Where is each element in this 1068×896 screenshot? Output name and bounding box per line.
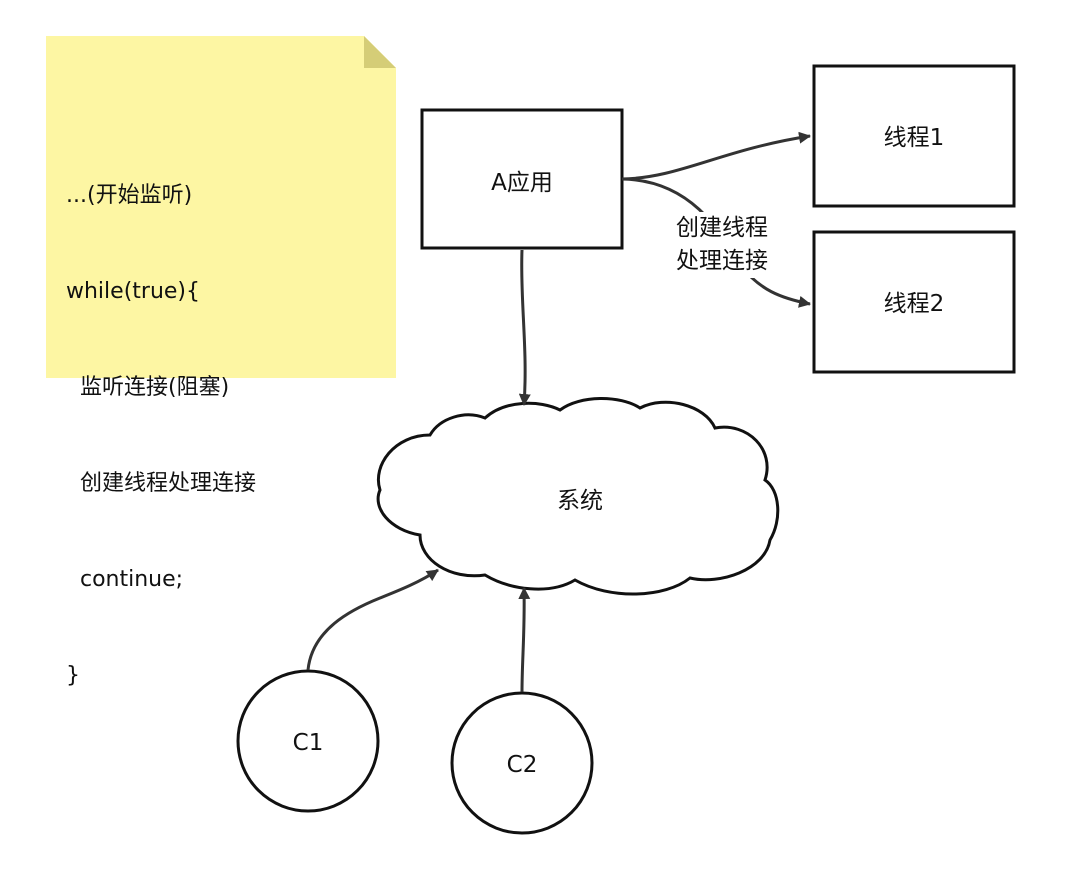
- client1-label: C1: [293, 730, 324, 756]
- arrow-c1-to-system: [306, 568, 439, 671]
- sticky-note-fold: [364, 36, 396, 68]
- thread1-box: [812, 64, 1016, 208]
- thread2-node[interactable]: 线程2: [812, 230, 1016, 374]
- thread1-node[interactable]: 线程1: [812, 64, 1016, 208]
- sticky-note[interactable]: [46, 36, 396, 378]
- note-line-4: 创建线程处理连接: [66, 471, 256, 496]
- note-line-2: while(true){: [66, 279, 201, 304]
- system-cloud-node[interactable]: 系统: [376, 397, 780, 596]
- app-node[interactable]: A应用: [420, 108, 624, 250]
- note-line-3: 监听连接(阻塞): [66, 375, 230, 400]
- client2-label: C2: [507, 752, 538, 778]
- arrow-c2-to-system: [518, 587, 531, 693]
- client1-circle: [236, 669, 380, 813]
- edge-label-line-2: 处理连接: [676, 248, 768, 274]
- edge-label-create-thread: 创建线程 处理连接: [660, 212, 784, 278]
- arrow-app-to-system: [518, 249, 531, 406]
- note-line-5: continue;: [66, 567, 184, 592]
- sticky-note-text: ...(开始监听) while(true){ 监听连接(阻塞) 创建线程处理连接…: [66, 116, 256, 724]
- edge-label-line-1: 创建线程: [676, 215, 768, 241]
- app-box: [420, 108, 624, 250]
- thread2-box: [812, 230, 1016, 374]
- thread1-label: 线程1: [884, 125, 945, 151]
- sticky-note-body: [46, 36, 396, 378]
- arrow-app-to-thread1: [621, 131, 811, 181]
- note-line-6: }: [66, 663, 80, 688]
- system-label: 系统: [557, 488, 603, 514]
- app-label: A应用: [491, 170, 553, 196]
- thread2-label: 线程2: [884, 291, 945, 317]
- note-line-1: ...(开始监听): [66, 183, 193, 208]
- system-cloud-shape: [376, 397, 780, 596]
- client2-node[interactable]: C2: [450, 691, 594, 835]
- client1-node[interactable]: C1: [236, 669, 380, 813]
- client2-circle: [450, 691, 594, 835]
